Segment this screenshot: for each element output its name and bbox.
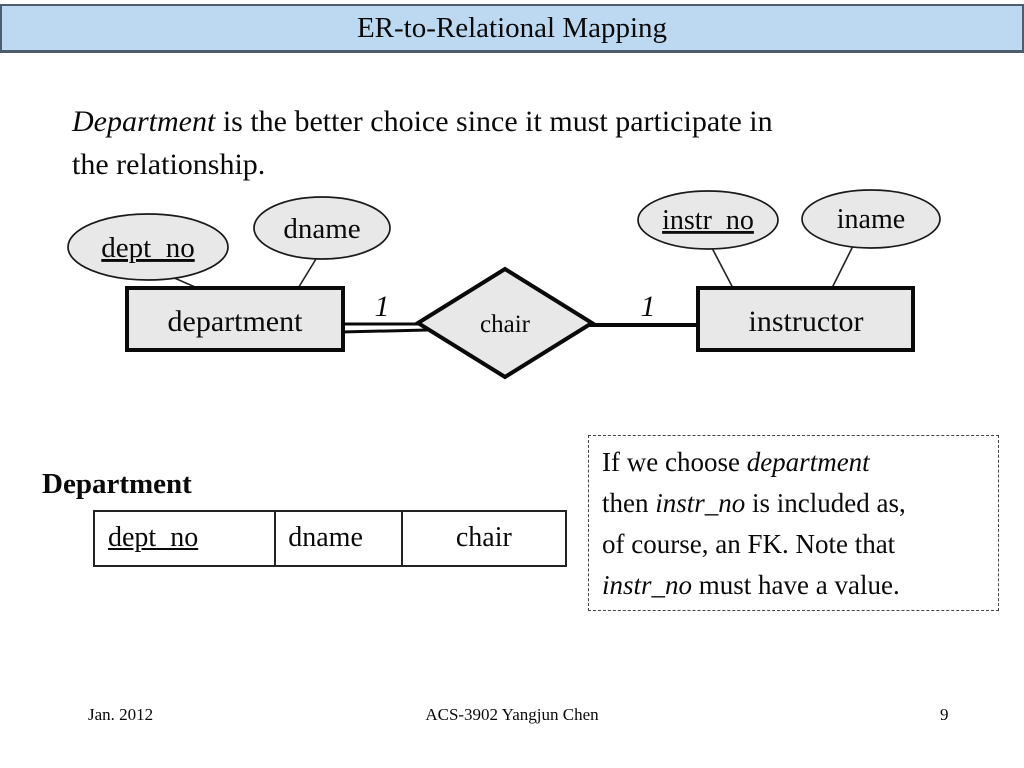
- attribute-ellipse-dept-no: [67, 213, 229, 281]
- column-header-dept-no: dept_no: [108, 522, 199, 553]
- connector-iname: [830, 245, 854, 291]
- column-header-dname: dname: [274, 512, 400, 565]
- attribute-label-dept-no: dept_no: [101, 232, 194, 264]
- attribute-label-iname: iname: [837, 204, 905, 235]
- table-caption: Department: [42, 468, 192, 500]
- entity-label-instructor: instructor: [749, 305, 864, 338]
- body-text: Department is the better choice since it…: [72, 105, 773, 181]
- footer-course: ACS-3902 Yangjun Chen: [425, 705, 599, 724]
- attribute-label-dname: dname: [283, 213, 360, 245]
- relationship-label-chair: chair: [480, 311, 531, 338]
- footer-page-number: 9: [940, 705, 949, 724]
- attribute-ellipse-iname: [801, 189, 941, 249]
- entity-rect-instructor: [696, 286, 915, 352]
- footer-date: Jan. 2012: [88, 705, 154, 724]
- slide-title: ER-to-Relational Mapping: [356, 12, 668, 44]
- entity-rect-department: [125, 286, 345, 352]
- column-header-chair: chair: [400, 512, 565, 565]
- department-table: dept_no dname chair: [93, 510, 567, 567]
- attribute-ellipse-dname: [253, 196, 391, 260]
- connector-dname: [296, 258, 317, 291]
- note-box: If we choose department then instr_no is…: [588, 435, 999, 611]
- attribute-label-instr-no: instr_no: [662, 205, 754, 236]
- slide-title-bar: ER-to-Relational Mapping: [0, 4, 1024, 53]
- relation-line-double-bottom: [340, 328, 429, 334]
- attribute-ellipse-instr-no: [637, 190, 779, 250]
- relationship-diamond-chair: [414, 266, 596, 380]
- connector-instr-no: [711, 247, 735, 291]
- note-text: If we choose department then instr_no is…: [602, 447, 906, 600]
- cardinality-label-right: 1: [641, 290, 656, 323]
- entity-label-department: department: [168, 305, 304, 338]
- cardinality-label-left: 1: [375, 290, 390, 323]
